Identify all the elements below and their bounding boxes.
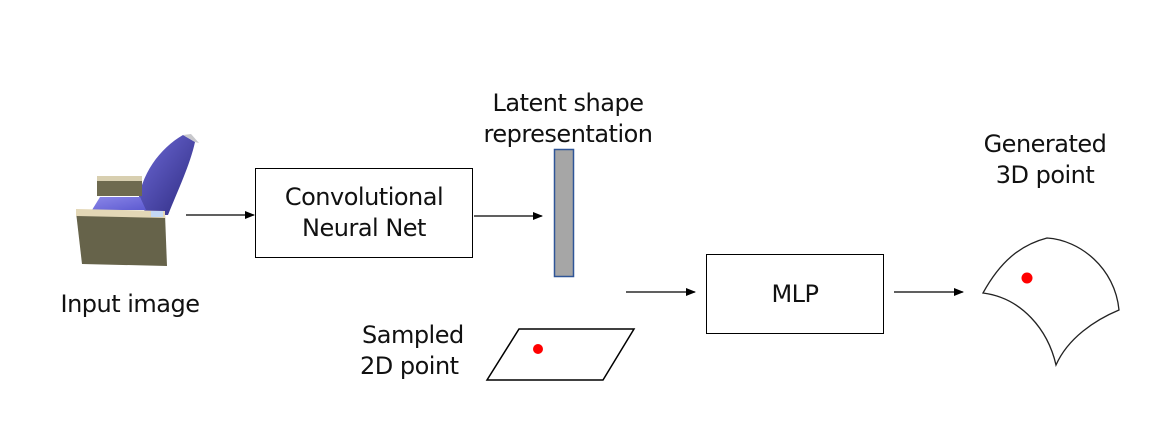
2d-sample-domain bbox=[485, 328, 636, 381]
sampled-label-line1: Sampled bbox=[362, 321, 464, 349]
sampled-2d-point bbox=[533, 344, 543, 354]
armchair-image bbox=[76, 134, 199, 266]
output-label-line2: 3D point bbox=[995, 161, 1095, 189]
latent-label-line2: representation bbox=[483, 120, 653, 148]
sampled-label: Sampled 2D point bbox=[350, 320, 480, 382]
mlp-label: MLP bbox=[771, 279, 819, 308]
input-image-label: Input image bbox=[60, 290, 200, 318]
cnn-label-line2: Neural Net bbox=[302, 214, 426, 242]
output-label-line1: Generated bbox=[983, 130, 1107, 158]
cnn-label-line1: Convolutional bbox=[284, 183, 444, 211]
3d-surface-patch bbox=[981, 237, 1120, 368]
generated-3d-point bbox=[1021, 272, 1033, 284]
latent-vector-bar bbox=[553, 148, 575, 278]
latent-label: Latent shape representation bbox=[463, 88, 673, 150]
cnn-box: Convolutional Neural Net bbox=[255, 168, 473, 258]
mlp-box: MLP bbox=[706, 254, 884, 334]
output-label: Generated 3D point bbox=[960, 129, 1130, 191]
latent-label-line1: Latent shape bbox=[492, 89, 644, 117]
sampled-label-line2: 2D point bbox=[360, 352, 459, 380]
